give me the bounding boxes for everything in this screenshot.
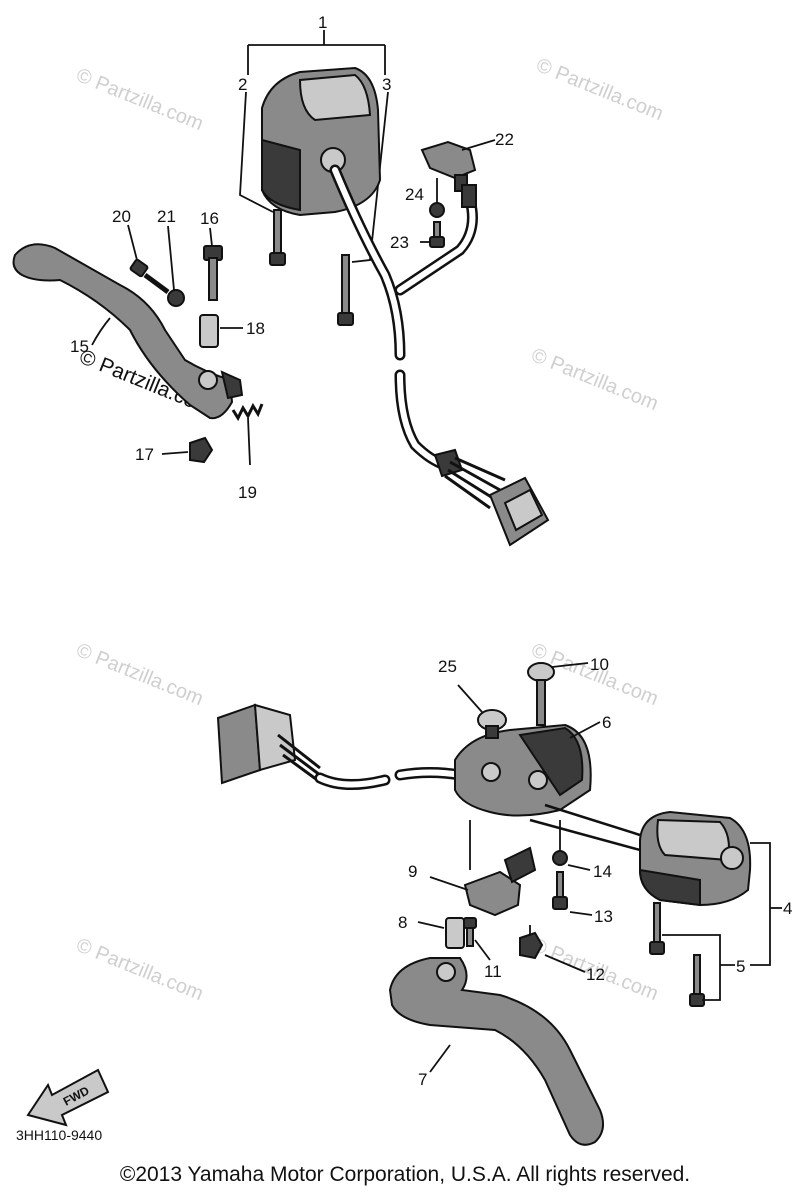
screw-5-a	[649, 902, 665, 955]
leader-11	[474, 939, 491, 961]
label-19: 19	[238, 483, 257, 502]
leader-1	[247, 30, 386, 75]
leader-8	[417, 921, 445, 929]
collar-18	[199, 314, 219, 348]
leader-2	[239, 91, 274, 213]
label-14: 14	[593, 862, 612, 881]
label-2: 2	[238, 75, 247, 94]
bolt-20	[129, 258, 170, 295]
label-13: 13	[594, 907, 613, 926]
part-labels: 1 2 3 22 24 23 20 21 16 18 15 19 17 25 1…	[70, 13, 792, 1089]
label-8: 8	[398, 913, 407, 932]
label-18: 18	[246, 319, 265, 338]
label-16: 16	[200, 209, 219, 228]
leader-17	[161, 451, 189, 455]
nut-24	[429, 202, 445, 218]
leader-4-bracket	[750, 842, 771, 966]
leader-16	[209, 227, 213, 247]
handlebar-lines	[529, 803, 641, 852]
copyright-notice: ©2013 Yamaha Motor Corporation, U.S.A. A…	[119, 1163, 691, 1186]
label-23: 23	[390, 233, 409, 252]
switch-housing-right	[638, 810, 752, 907]
fwd-arrow-icon: FWD	[26, 1068, 110, 1127]
label-11: 11	[484, 962, 502, 981]
watermark: © Partzilla.com	[528, 344, 661, 415]
leader-6	[569, 721, 601, 739]
label-25: 25	[438, 657, 457, 676]
switch-22	[420, 140, 477, 208]
label-5: 5	[736, 957, 745, 976]
leader-21	[167, 225, 175, 291]
label-3: 3	[382, 75, 391, 94]
screw-2	[269, 209, 286, 266]
label-24: 24	[405, 185, 424, 204]
screw-23	[429, 221, 445, 248]
watermark: © Partzilla.com	[533, 54, 666, 125]
label-17: 17	[135, 445, 154, 464]
leader-5	[662, 934, 735, 1001]
nut-12	[519, 931, 544, 960]
spring-19	[231, 402, 264, 422]
label-20: 20	[112, 207, 131, 226]
nut-21	[167, 289, 185, 307]
lever-15	[12, 243, 244, 420]
switch-9	[463, 846, 537, 917]
leader-3	[351, 91, 389, 263]
label-4: 4	[783, 899, 792, 918]
leader-22	[461, 139, 496, 151]
watermark: © Partzilla.com	[73, 639, 206, 710]
collar-8	[445, 917, 465, 949]
switch-housing-left	[261, 66, 382, 217]
screw-11	[463, 917, 477, 947]
screw-13	[552, 871, 568, 910]
label-15: 15	[70, 337, 89, 356]
leader-9	[429, 876, 469, 891]
leader-20	[127, 224, 138, 261]
leader-19	[247, 417, 251, 466]
leader-10	[551, 662, 589, 668]
leader-12	[529, 925, 586, 973]
label-1: 1	[318, 13, 327, 32]
holder-6	[454, 723, 592, 817]
leader-13	[569, 911, 593, 916]
coupler-bottom	[216, 703, 321, 785]
diagram-code: 3HH110-9440	[16, 1127, 102, 1143]
label-6: 6	[602, 713, 611, 732]
bolt-16	[203, 245, 223, 301]
leader-25	[457, 684, 483, 713]
watermark: © Partzilla.com	[73, 64, 206, 135]
label-9: 9	[408, 862, 417, 881]
screw-10	[527, 662, 555, 726]
label-10: 10	[590, 655, 609, 674]
plug-25	[477, 709, 507, 739]
leader-14	[559, 820, 591, 871]
lever-7	[388, 957, 605, 1146]
label-12: 12	[586, 965, 605, 984]
label-7: 7	[418, 1070, 427, 1089]
leader-15	[91, 317, 111, 346]
coupler-top	[433, 448, 550, 547]
nut-14	[552, 850, 568, 866]
screw-3	[337, 254, 354, 326]
label-22: 22	[495, 130, 514, 149]
screw-5-b	[689, 954, 705, 1007]
nut-17	[189, 436, 214, 464]
label-21: 21	[157, 207, 176, 226]
watermark: © Partzilla.com	[73, 934, 206, 1005]
leader-7	[429, 1044, 451, 1073]
